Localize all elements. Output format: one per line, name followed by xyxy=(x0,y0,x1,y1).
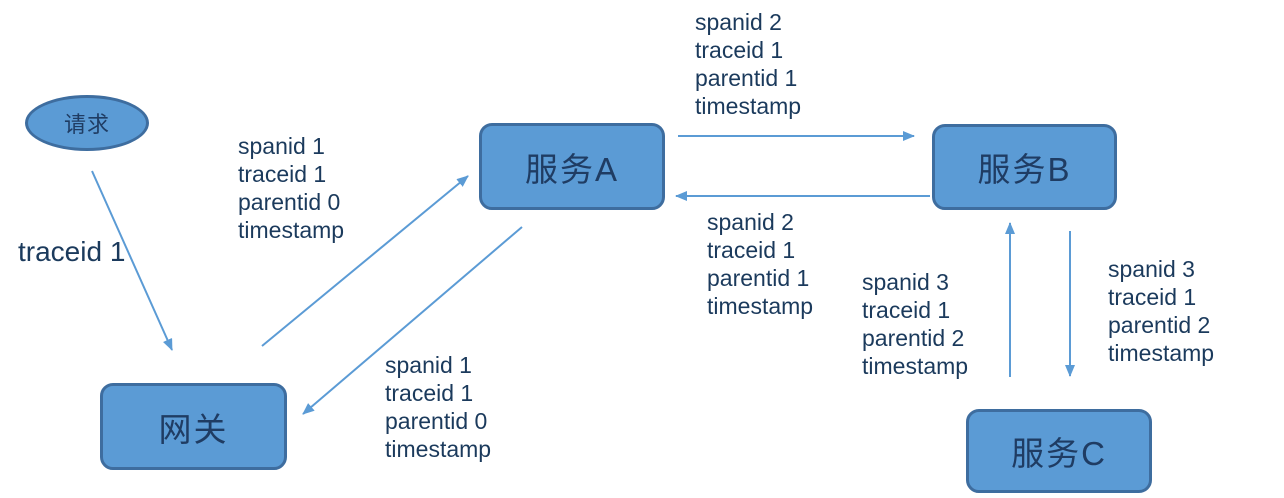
edge-request-to-gateway xyxy=(91,170,173,351)
request-node-label: 请求 xyxy=(63,112,110,137)
edge-label-b-to-a: spanid 2 traceid 1 parentid 1 timestamp xyxy=(707,208,813,320)
label-line: timestamp xyxy=(238,217,345,243)
label-line: spanid 3 xyxy=(1108,256,1195,282)
label-line: timestamp xyxy=(1108,340,1215,366)
service-b-node-label: 服务B xyxy=(977,151,1072,188)
service-a-node-label: 服务A xyxy=(524,150,619,188)
label-line: traceid 1 xyxy=(695,37,784,63)
label-line: spanid 1 xyxy=(238,133,325,159)
service-c-node-label: 服务C xyxy=(1011,435,1107,472)
label-line: traceid 1 xyxy=(1108,284,1197,310)
label-line: spanid 1 xyxy=(385,352,472,378)
edge-label-c-to-b: spanid 3 traceid 1 parentid 2 timestamp xyxy=(862,268,968,380)
gateway-node-label: 网关 xyxy=(158,410,229,448)
label-line: parentid 1 xyxy=(707,265,810,291)
label-line: timestamp xyxy=(862,353,969,379)
label-line: spanid 2 xyxy=(695,9,782,35)
gateway-node: 网关 xyxy=(100,383,287,470)
edge-label-a-to-gateway: spanid 1 traceid 1 parentid 0 timestamp xyxy=(385,351,491,463)
edge-label-a-to-b: spanid 2 traceid 1 parentid 1 timestamp xyxy=(695,8,801,120)
edge-label-b-to-c: spanid 3 traceid 1 parentid 2 timestamp xyxy=(1108,255,1214,367)
label-line: traceid 1 xyxy=(238,161,327,187)
service-a-node: 服务A xyxy=(479,123,665,210)
request-node: 请求 xyxy=(25,95,149,151)
edge-service-a-to-gateway xyxy=(302,226,523,415)
label-line: parentid 0 xyxy=(385,408,488,434)
service-c-node: 服务C xyxy=(966,409,1152,493)
label-line: parentid 2 xyxy=(1108,312,1211,338)
label-line: timestamp xyxy=(707,293,814,319)
label-line: parentid 1 xyxy=(695,65,798,91)
label-line: parentid 2 xyxy=(862,325,965,351)
label-line: traceid 1 xyxy=(385,380,474,406)
label-line: parentid 0 xyxy=(238,189,341,215)
service-b-node: 服务B xyxy=(932,124,1117,210)
edge-label-gateway-to-a: spanid 1 traceid 1 parentid 0 timestamp xyxy=(238,132,344,244)
label-line: timestamp xyxy=(695,93,802,119)
edge-gateway-to-service-a xyxy=(261,175,469,347)
trace-id-note: traceid 1 xyxy=(18,236,126,267)
label-line: timestamp xyxy=(385,436,492,462)
label-line: traceid 1 xyxy=(707,237,796,263)
label-line: traceid 1 xyxy=(862,297,951,323)
label-line: spanid 2 xyxy=(707,209,794,235)
label-line: spanid 3 xyxy=(862,269,949,295)
